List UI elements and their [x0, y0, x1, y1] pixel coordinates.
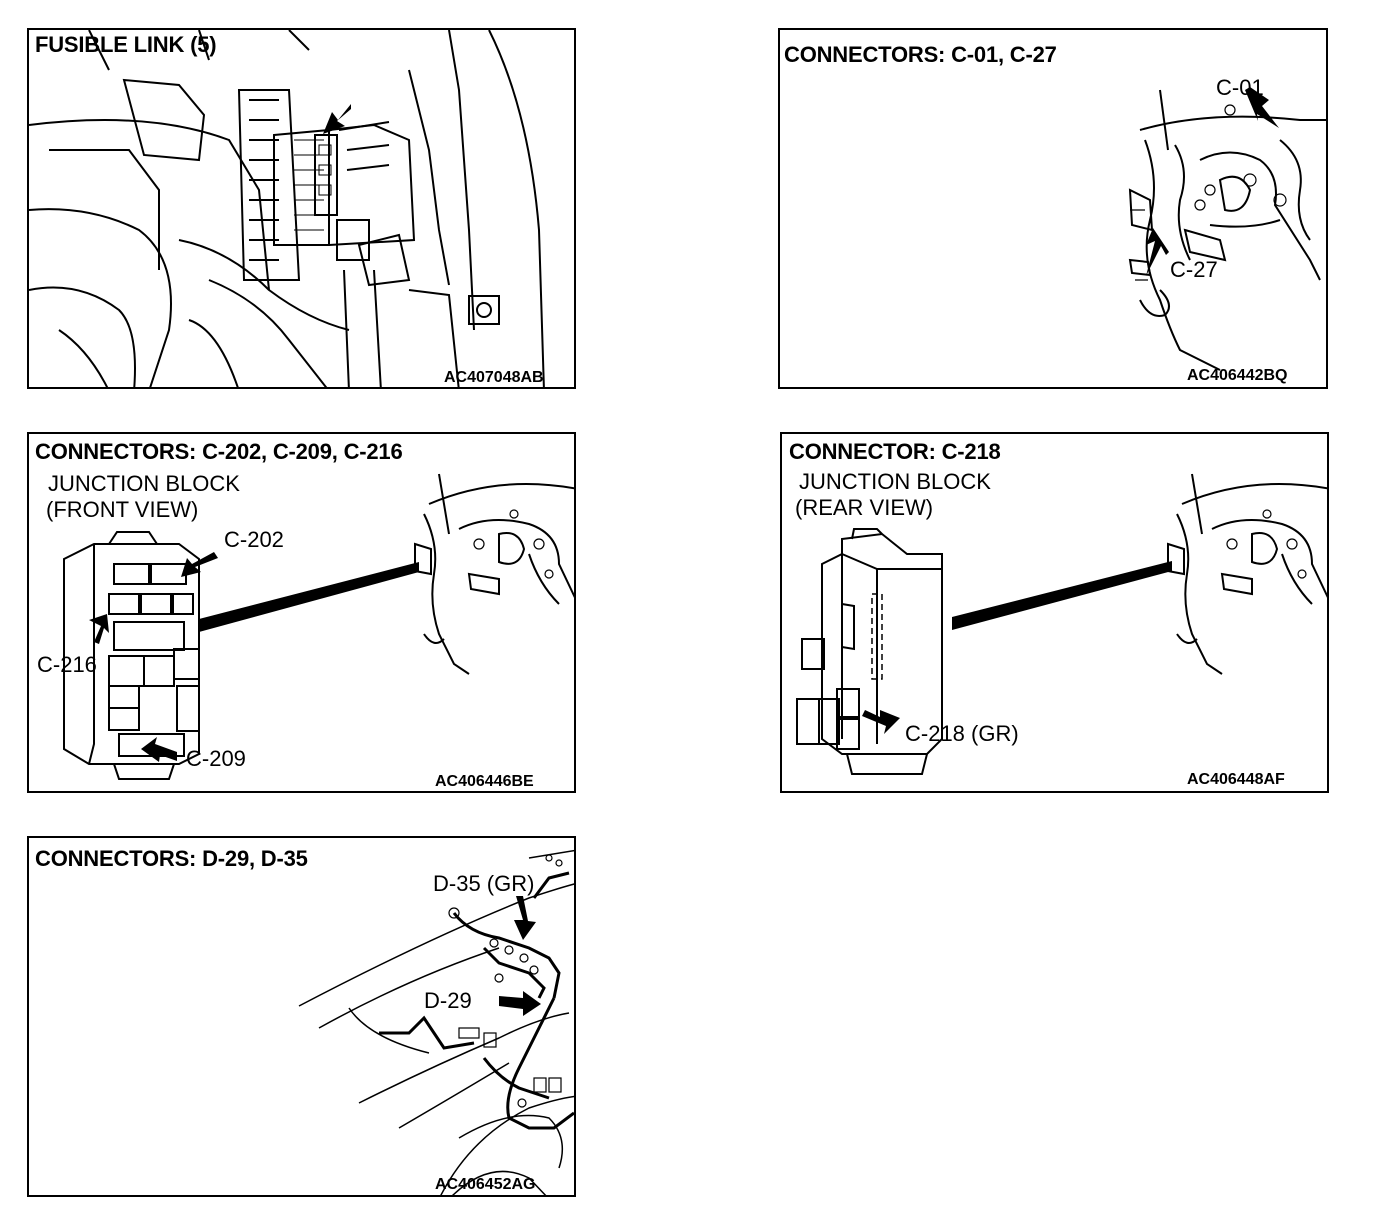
- panel-fusible-link: FUSIBLE LINK (5) AC407048AB: [27, 28, 576, 389]
- figure-code: AC407048AB: [444, 369, 544, 386]
- panel-title: CONNECTORS: C-202, C-209, C-216: [35, 439, 403, 464]
- figure-code: AC406448AF: [1187, 771, 1285, 788]
- label-c216: C-216: [37, 652, 97, 677]
- junction-block-rear-illustration: [796, 473, 1327, 775]
- panel-connectors-c202-c209-c216: CONNECTORS: C-202, C-209, C-216 JUNCTION…: [27, 432, 576, 793]
- panel-connectors-d29-d35: CONNECTORS: D-29, D-35 D-35 (GR) D-29 AC…: [27, 836, 576, 1197]
- panel-connector-c218: CONNECTOR: C-218 JUNCTION BLOCK (REAR VI…: [780, 432, 1329, 793]
- label-c209: C-209: [186, 746, 246, 771]
- subtitle-line-1: JUNCTION BLOCK: [48, 471, 240, 496]
- subtitle-line-2: (FRONT VIEW): [46, 497, 199, 522]
- panel-title: CONNECTOR: C-218: [789, 439, 1001, 464]
- figure-code: AC406452AG: [435, 1176, 536, 1193]
- label-c218: C-218 (GR): [905, 721, 1019, 746]
- panel-title: CONNECTORS: C-01, C-27: [784, 42, 1057, 67]
- figure-code: AC406442BQ: [1187, 367, 1288, 384]
- junction-block-front-illustration: [63, 473, 574, 780]
- subtitle-line-2: (REAR VIEW): [795, 495, 934, 520]
- label-d35: D-35 (GR): [433, 871, 535, 896]
- door-harness-illustration: [298, 849, 574, 1195]
- label-c202: C-202: [224, 527, 284, 552]
- panel-title: CONNECTORS: D-29, D-35: [35, 846, 308, 871]
- dashboard-harness-illustration: [1128, 87, 1326, 371]
- panel-title: FUSIBLE LINK (5): [35, 32, 217, 57]
- label-d29: D-29: [424, 988, 472, 1013]
- engine-bay-illustration: [29, 30, 545, 387]
- label-c01: C-01: [1216, 75, 1264, 100]
- panel-connectors-c01-c27: CONNECTORS: C-01, C-27 C-01 C-27 AC40644…: [778, 28, 1328, 389]
- subtitle-line-1: JUNCTION BLOCK: [799, 469, 991, 494]
- figure-code: AC406446BE: [435, 773, 534, 790]
- label-c27: C-27: [1170, 257, 1218, 282]
